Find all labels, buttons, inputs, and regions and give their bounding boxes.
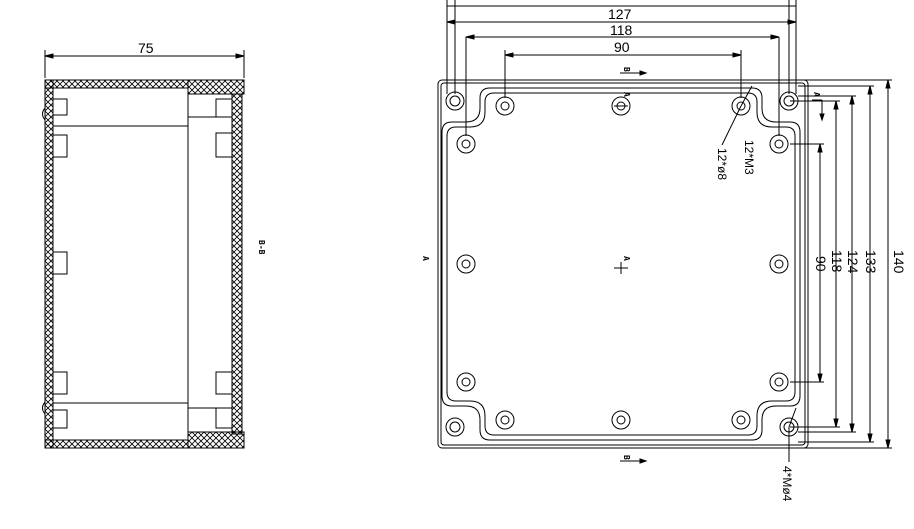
section-mark-a-top: A — [622, 92, 631, 97]
hole-callout-4-m4: 4*Mø4 — [780, 466, 794, 502]
hole-callout-12-dia8: 12*ø8 — [715, 148, 729, 180]
section-mark-a-left: A — [421, 256, 430, 261]
dim-124: 124 — [845, 250, 861, 274]
cover-outline — [441, 87, 801, 441]
side-wall-top-left — [44, 79, 189, 89]
side-wall-left — [44, 79, 54, 449]
section-mark-b-bottom: B — [622, 455, 631, 460]
box-outer-outline — [437, 79, 809, 449]
dim-90-vertical: 90 — [813, 256, 829, 272]
section-mark-a-center: A — [622, 256, 631, 261]
dim-90-horizontal: 90 — [614, 39, 630, 55]
dim-140: 140 — [891, 250, 907, 274]
side-width-dimension: 75 — [138, 40, 154, 56]
dim-118-horizontal: 118 — [610, 22, 633, 38]
side-lid-right-wall — [231, 93, 243, 435]
side-wall-bottom-left — [44, 439, 189, 449]
section-mark-b-top: B — [622, 67, 631, 72]
top-view — [437, 0, 892, 464]
dim-133: 133 — [863, 250, 879, 274]
side-lid-top — [187, 79, 245, 95]
side-section-view — [42, 50, 245, 449]
section-mark-a-right: A — [812, 92, 821, 97]
dim-127: 127 — [608, 6, 632, 22]
section-label-b-b: B-B — [257, 240, 266, 255]
dim-118-vertical: 118 — [829, 250, 845, 273]
hole-callout-12-m3: 12*M3 — [742, 140, 756, 175]
